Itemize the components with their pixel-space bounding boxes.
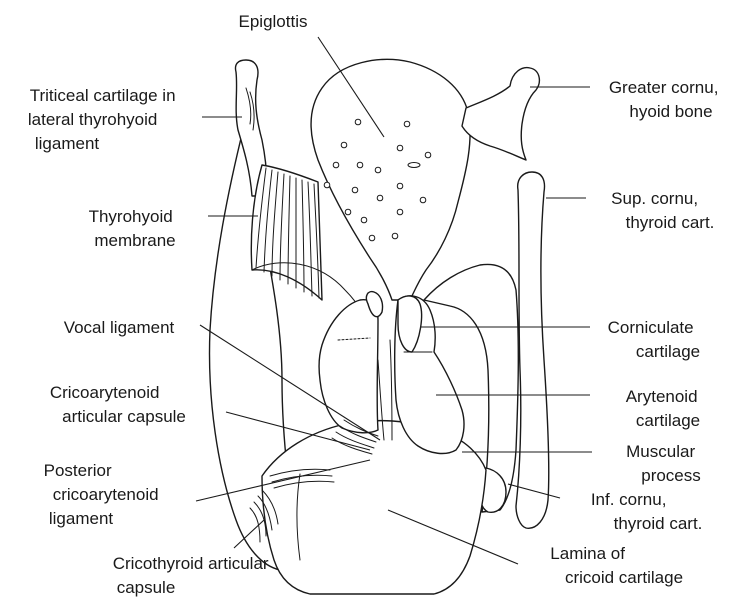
label-inf-cornu: Inf. cornu, thyroid cart. xyxy=(591,490,703,533)
label-corniculate: Corniculate cartilage xyxy=(608,318,701,361)
label-sup-cornu: Sup. cornu, thyroid cart. xyxy=(611,189,714,232)
label-cricothyroid-capsule: Cricothyroid articular capsule xyxy=(113,554,274,597)
label-vocal-ligament: Vocal ligament xyxy=(64,318,175,337)
thyroid-superior-cornu xyxy=(516,172,549,528)
epiglottis-shape xyxy=(311,59,470,300)
label-muscular-process: Muscular process xyxy=(626,442,701,485)
hyoid-greater-cornu xyxy=(462,68,539,160)
left-arytenoid xyxy=(319,300,378,433)
label-thyrohyoid-membrane: Thyrohyoid membrane xyxy=(89,207,178,250)
label-arytenoid: Arytenoid cartilage xyxy=(626,387,703,430)
label-triticeal: Triticeal cartilage in lateral thyrohyoi… xyxy=(28,86,180,153)
label-cricoarytenoid-capsule: Cricoarytenoid articular capsule xyxy=(50,383,186,426)
label-posterior-ligament: Posterior cricoarytenoid ligament xyxy=(44,461,164,528)
label-lamina: Lamina of cricoid cartilage xyxy=(550,544,683,587)
label-greater-cornu: Greater cornu, hyoid bone xyxy=(609,78,723,121)
label-epiglottis: Epiglottis xyxy=(239,12,308,31)
